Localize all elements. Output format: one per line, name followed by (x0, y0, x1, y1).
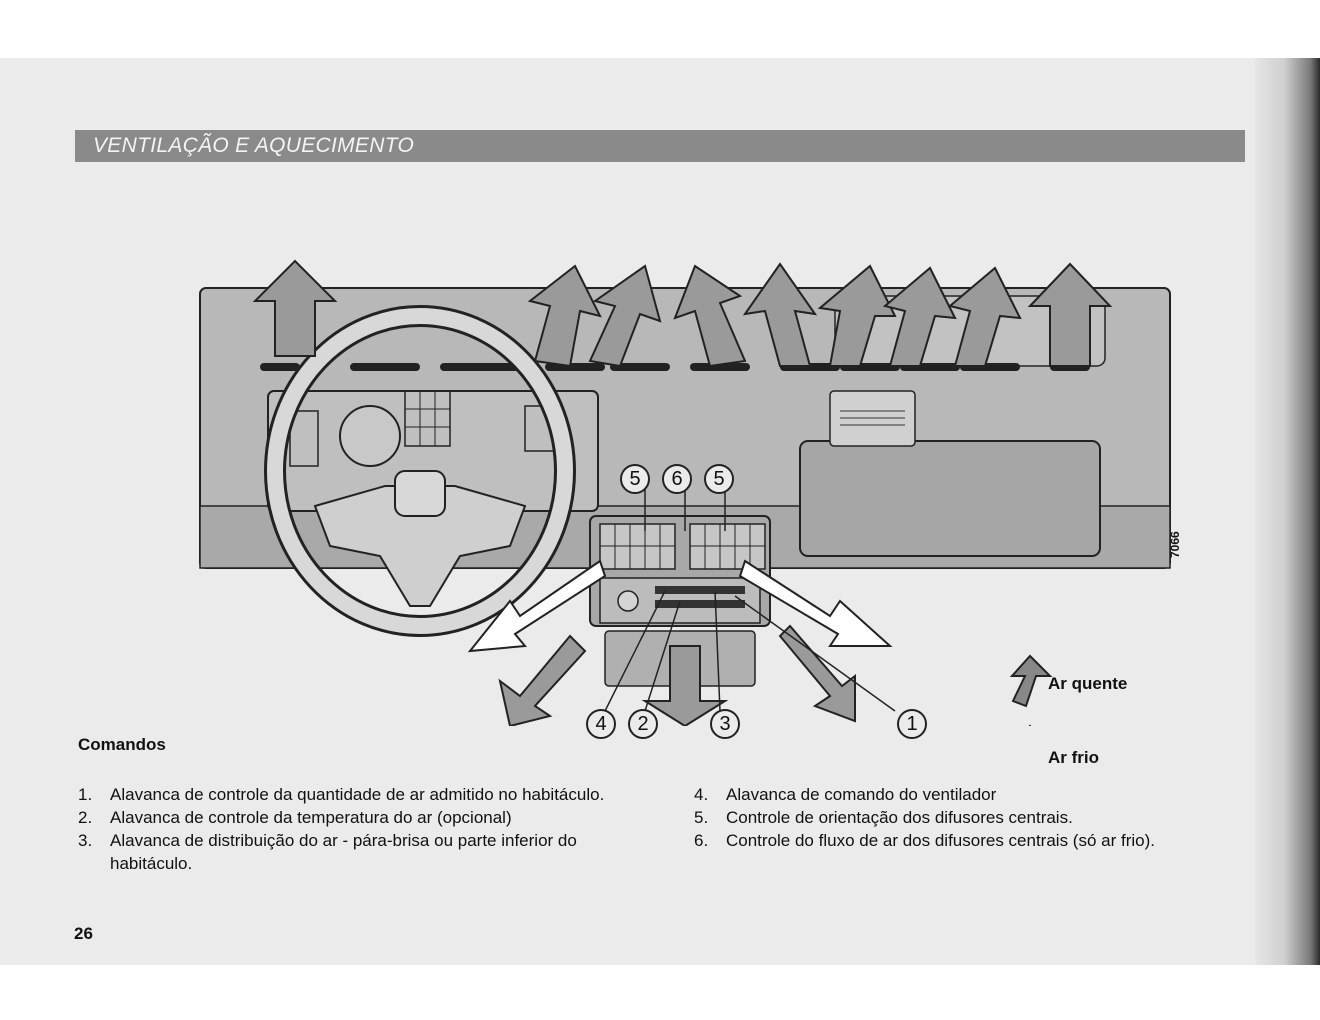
list-item: 2. Alavanca de controle da temperatura d… (78, 806, 626, 829)
legend-hot-arrow (1009, 654, 1053, 708)
callout-4: 4 (586, 709, 616, 739)
list-number: 5. (694, 808, 709, 827)
hot-air-arrows (252, 259, 1113, 726)
callout-3: 3 (710, 709, 740, 739)
list-text: Alavanca de distribuição do ar - pára-br… (110, 831, 577, 873)
page-number: 26 (74, 924, 93, 943)
speedometer (339, 405, 401, 467)
list-item: 1. Alavanca de controle da quantidade de… (78, 783, 626, 806)
dashboard-drawing (199, 259, 1171, 726)
list-item: 4. Alavanca de comando do ventilador (694, 783, 1234, 806)
callout-2: 2 (628, 709, 658, 739)
callout-leader-lines (604, 488, 896, 712)
list-text: Alavanca de controle da quantidade de ar… (110, 785, 605, 804)
list-number: 4. (694, 785, 709, 804)
list-number: 2. (78, 808, 93, 827)
controls-list-right: 4. Alavanca de comando do ventilador 5. … (694, 783, 1234, 852)
list-text: Controle de orientação dos difusores cen… (726, 808, 1073, 827)
callout-5-right: 5 (704, 464, 734, 494)
figure-code: 7066 (1168, 531, 1182, 558)
list-item: 3. Alavanca de distribuição do ar - pára… (78, 829, 626, 875)
cold-air-arrows (467, 559, 893, 653)
callout-6: 6 (662, 464, 692, 494)
controls-list-left: 1. Alavanca de controle da quantidade de… (78, 783, 626, 875)
list-number: 3. (78, 831, 93, 850)
legend-hot-air: Ar quente (1048, 674, 1128, 693)
callout-1: 1 (897, 709, 927, 739)
manual-page: VENTILAÇÃO E AQUECIMENTO (0, 58, 1320, 965)
horn-pad (394, 470, 446, 517)
fan-knob (617, 590, 639, 612)
section-header-bar: VENTILAÇÃO E AQUECIMENTO (75, 130, 1245, 162)
list-number: 1. (78, 785, 93, 804)
controls-heading: Comandos (78, 735, 166, 754)
list-text: Controle do fluxo de ar dos difusores ce… (726, 831, 1155, 850)
list-text: Alavanca de comando do ventilador (726, 785, 997, 804)
glovebox (799, 440, 1101, 557)
dashboard-illustration: 7066 5 6 5 4 2 3 1 Ar quente Ar frio (190, 206, 1190, 767)
callout-5-left: 5 (620, 464, 650, 494)
list-item: 5. Controle de orientação dos difusores … (694, 806, 1234, 829)
page-binding-shadow (1255, 58, 1320, 965)
legend-cold-air: Ar frio (1048, 748, 1099, 767)
list-number: 6. (694, 831, 709, 850)
list-text: Alavanca de controle da temperatura do a… (110, 808, 512, 827)
list-item: 6. Controle do fluxo de ar dos difusores… (694, 829, 1234, 852)
section-title: VENTILAÇÃO E AQUECIMENTO (93, 134, 415, 157)
